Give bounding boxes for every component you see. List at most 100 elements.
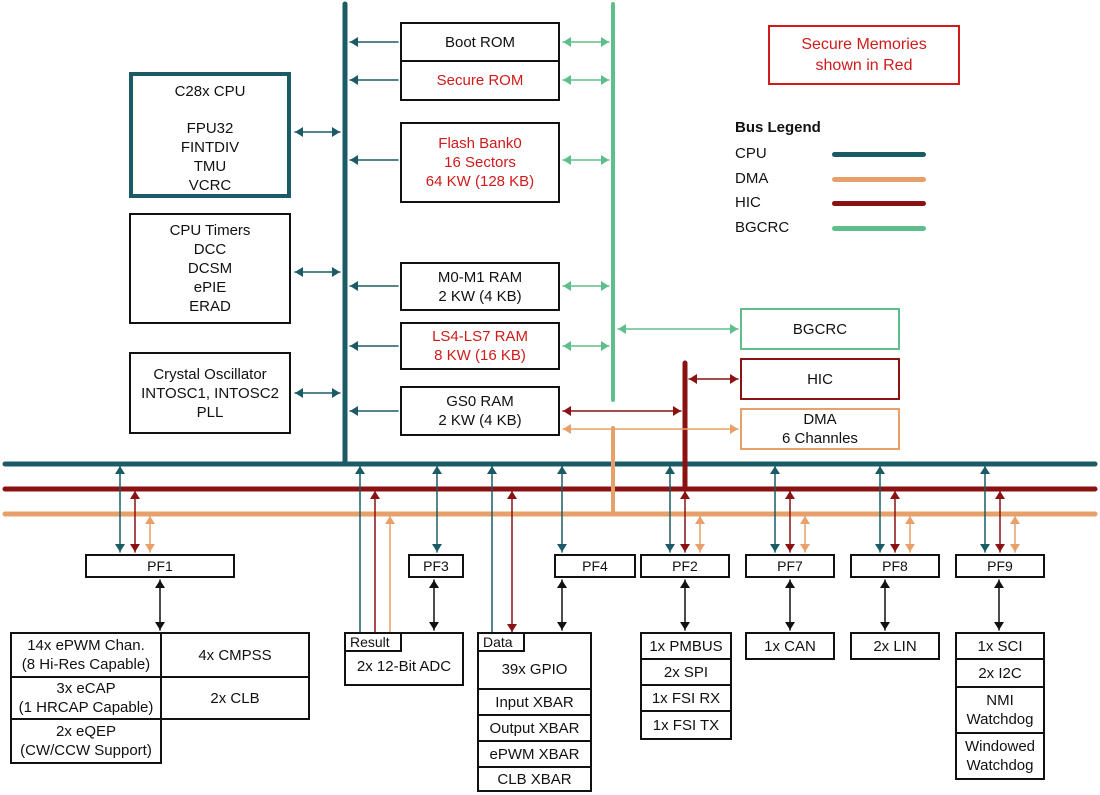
gs0-ram-label: GS0 RAM — [446, 393, 514, 410]
arrow-head — [429, 580, 439, 588]
fsi-rx-label: 1x FSI RX — [651, 689, 721, 707]
pf7-label: PF7 — [777, 557, 803, 574]
arrow-head — [980, 466, 990, 474]
arrow-head — [557, 466, 567, 474]
ls-ram-size: 8 KW (16 KB) — [434, 347, 526, 364]
windowed-watchdog-cell: Windowed Watchdog — [955, 732, 1045, 780]
arrow-head — [601, 341, 609, 351]
can-label: 1x CAN — [764, 637, 816, 655]
legend-dma-line — [832, 177, 926, 182]
fsi-tx-cell: 1x FSI TX — [640, 710, 732, 740]
arrow-head — [130, 491, 140, 499]
arrow-head — [673, 406, 681, 416]
arrow-head — [800, 516, 810, 524]
bgcrc-label: BGCRC — [792, 320, 848, 338]
legend-dma-label: DMA — [735, 170, 769, 187]
arrow-head — [563, 406, 571, 416]
arrow-head — [145, 544, 155, 552]
note-line: shown in Red — [815, 57, 913, 74]
arrow-head — [770, 544, 780, 552]
pf2-label: PF2 — [672, 557, 698, 574]
arrow-head — [563, 341, 571, 351]
eqep-cell: 2x eQEP (CW/CCW Support) — [10, 718, 162, 764]
arrow-head — [115, 544, 125, 552]
arrow-head — [730, 374, 738, 384]
bus-legend-title: Bus Legend — [735, 119, 821, 136]
pmbus-cell: 1x PMBUS — [640, 632, 732, 660]
arrow-head — [563, 424, 571, 434]
ecap-note: (1 HRCAP Capable) — [18, 699, 154, 716]
pf9-bridge: PF9 — [955, 554, 1045, 578]
m0-m1-ram-size: 2 KW (4 KB) — [438, 287, 522, 305]
arrow-head — [563, 155, 571, 165]
arrow-head — [601, 75, 609, 85]
cpu-feature: TMU — [193, 158, 227, 175]
arrow-head — [350, 155, 358, 165]
gs0-ram-size: 2 KW (4 KB) — [438, 412, 522, 429]
lin-label: 2x LIN — [873, 637, 917, 655]
arrow-head — [350, 406, 358, 416]
arrow-head — [890, 491, 900, 499]
arrow-head — [370, 491, 380, 499]
dcsm-label: DCSM — [187, 260, 233, 277]
clock-block: Crystal Oscillator INTOSC1, INTOSC2 PLL — [129, 352, 291, 434]
crystal-oscillator-label: Crystal Oscillator — [153, 365, 267, 383]
arrow-head — [385, 516, 395, 524]
adc-result-tab: Result — [344, 632, 402, 652]
pf3-label: PF3 — [423, 557, 449, 574]
ecap-label: 3x eCAP — [56, 680, 116, 697]
gs0-ram-block: GS0 RAM 2 KW (4 KB) — [400, 386, 560, 436]
epwm-note: (8 Hi-Res Capable) — [21, 656, 151, 673]
cpu-peripherals-block: CPU Timers DCC DCSM ePIE ERAD — [129, 213, 291, 324]
bgcrc-block: BGCRC — [740, 308, 900, 350]
c28x-cpu-block: C28x CPU FPU32 FINTDIV TMU VCRC — [129, 72, 291, 198]
output-xbar-label: Output XBAR — [489, 719, 580, 737]
arrow-head — [880, 580, 890, 588]
arrow-head — [563, 37, 571, 47]
pf9-label: PF9 — [987, 557, 1013, 574]
arrow-head — [995, 544, 1005, 552]
pf7-bridge: PF7 — [745, 554, 835, 578]
arrow-head — [730, 324, 738, 334]
epwm-xbar-cell: ePWM XBAR — [477, 740, 592, 768]
sci-label: 1x SCI — [977, 637, 1023, 655]
erad-label: ERAD — [189, 298, 231, 315]
arrow-head — [155, 580, 165, 588]
legend-hic-label: HIC — [735, 194, 761, 211]
pf1-bridge: PF1 — [85, 554, 235, 578]
flash-bank0-block: Flash Bank0 16 Sectors 64 KW (128 KB) — [400, 122, 560, 203]
cpu-title: C28x CPU — [174, 83, 246, 100]
arrow-head — [507, 491, 517, 499]
arrow-head — [507, 624, 517, 632]
arrow-head — [680, 622, 690, 630]
windowed-watchdog-label: Windowed Watchdog — [964, 738, 1036, 774]
arrow-head — [695, 516, 705, 524]
arrow-head — [332, 388, 340, 398]
nmi-watchdog-label: NMI Watchdog — [966, 692, 1034, 728]
arrow-head — [557, 580, 567, 588]
arrow-head — [350, 281, 358, 291]
arrow-head — [350, 37, 358, 47]
legend-hic-line — [832, 201, 926, 206]
pmbus-label: 1x PMBUS — [649, 637, 723, 655]
arrow-head — [730, 424, 738, 434]
arrow-head — [601, 155, 609, 165]
output-xbar-cell: Output XBAR — [477, 714, 592, 742]
arrow-head — [332, 127, 340, 137]
ecap-cell: 3x eCAP (1 HRCAP Capable) — [10, 676, 162, 720]
legend-cpu-line — [832, 152, 926, 157]
secure-rom-block: Secure ROM — [400, 60, 560, 101]
arrow-head — [563, 75, 571, 85]
pf3-bridge: PF3 — [408, 554, 464, 578]
arrow-head — [800, 544, 810, 552]
fsi-rx-cell: 1x FSI RX — [640, 684, 732, 712]
dma-label: DMA — [803, 411, 837, 428]
arrow-head — [295, 388, 303, 398]
arrow-head — [785, 491, 795, 499]
arrow-head — [295, 127, 303, 137]
m0-m1-ram-label: M0-M1 RAM — [437, 268, 523, 286]
eqep-label: 2x eQEP — [55, 723, 117, 740]
clb-xbar-label: CLB XBAR — [497, 770, 572, 788]
arrow-head — [115, 466, 125, 474]
